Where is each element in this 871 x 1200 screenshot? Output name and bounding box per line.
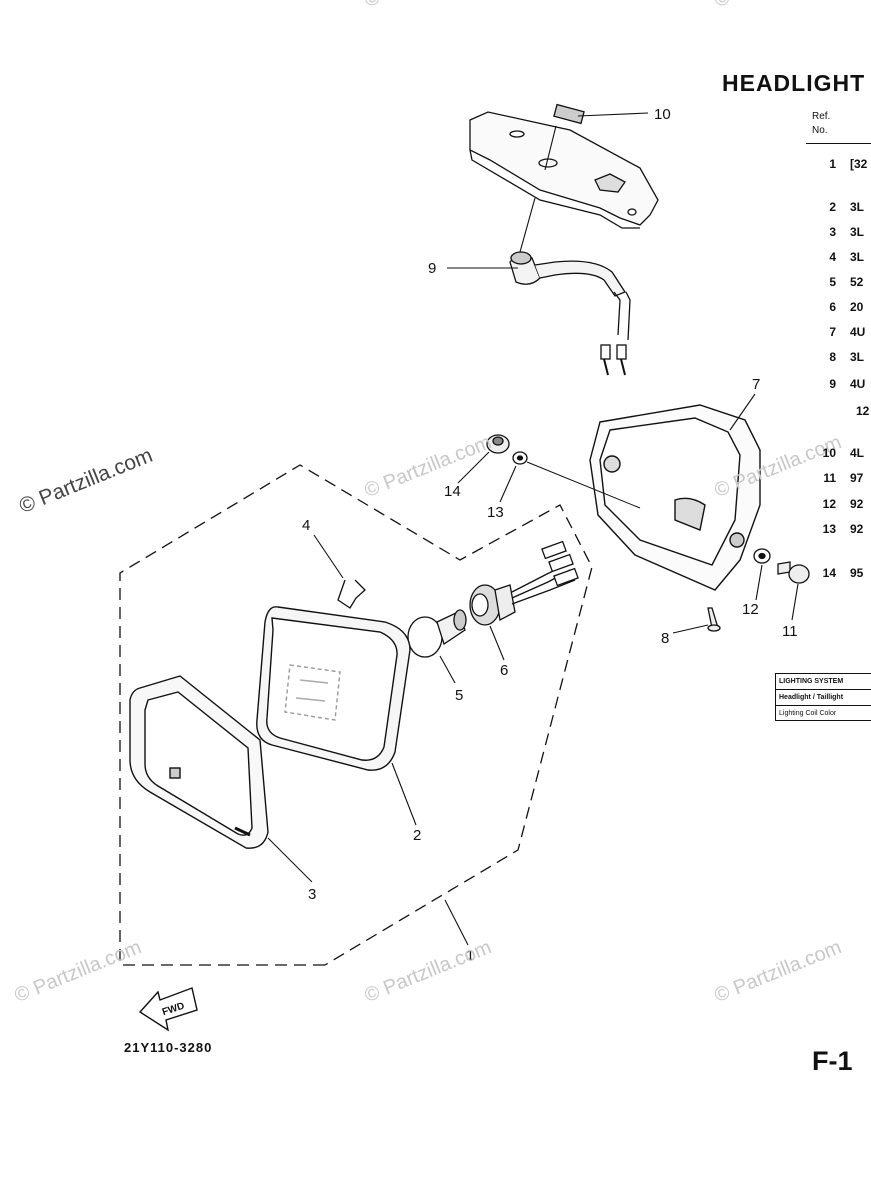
part-number: 4L xyxy=(850,446,865,460)
diagram-code: 21Y110-3280 xyxy=(124,1040,213,1055)
callout-3: 3 xyxy=(308,886,316,903)
part-number: 4U xyxy=(850,325,866,339)
part-number: 3L xyxy=(850,200,865,214)
parts-list-row: 7 4U xyxy=(810,325,865,339)
spec-header: LIGHTING SYSTEM xyxy=(776,674,871,690)
part-ref-number: 13 xyxy=(822,522,836,536)
parts-list-row: 9 4U xyxy=(810,377,865,391)
bulb-part-5 xyxy=(407,609,467,658)
parts-list-row: 10 4L xyxy=(810,446,864,460)
part-ref-number: 9 xyxy=(829,377,836,391)
screw-part-8 xyxy=(707,607,721,632)
part-number: 3L xyxy=(850,225,865,239)
no-label: No. xyxy=(812,125,828,136)
grommet-part-14 xyxy=(486,434,510,454)
spring-clip-part-4 xyxy=(337,579,366,609)
part-ref-number: 10 xyxy=(822,446,836,460)
spec-row-headlight: Headlight / Taillight xyxy=(776,690,871,706)
leader-lines xyxy=(267,112,799,946)
parts-list-row: 14 95 xyxy=(810,566,864,580)
parts-list-row: 6 20 xyxy=(810,300,863,314)
callout-labels: 10 9 7 14 13 4 5 6 8 12 11 2 3 1 xyxy=(302,106,798,964)
part-number: [32 xyxy=(850,157,868,171)
part-ref-number: 6 xyxy=(829,300,836,314)
parts-list-row: 11 97 xyxy=(810,471,863,485)
part-ref-number: 3 xyxy=(829,225,836,239)
callout-2: 2 xyxy=(413,827,421,844)
lens-part-2 xyxy=(256,606,411,771)
bracket-part-10 xyxy=(469,103,659,229)
callout-5: 5 xyxy=(455,687,463,704)
parts-list-row: 2 3L xyxy=(810,200,864,214)
part-ref-number: 11 xyxy=(823,471,836,485)
callout-7: 7 xyxy=(752,376,760,393)
washer-part-13 xyxy=(512,451,528,465)
callout-9: 9 xyxy=(428,260,436,277)
parts-list-row: 8 3L xyxy=(810,350,864,364)
spec-row-coil: Lighting Coil Color xyxy=(779,710,837,717)
part-number: 95 xyxy=(850,566,864,580)
part-ref-number: 14 xyxy=(822,566,836,580)
parts-list-row: 1 [32 xyxy=(810,157,867,171)
part-number: 3L xyxy=(850,350,865,364)
callout-11: 11 xyxy=(782,623,798,640)
part-ref-number: 4 xyxy=(829,250,836,264)
parts-list-row: 13 92 xyxy=(810,522,864,536)
part-number: 92 xyxy=(850,497,864,511)
parts-list-continuation: 12 xyxy=(856,404,870,418)
part-ref-number: 1 xyxy=(829,157,836,171)
parts-list-row: 4 3L xyxy=(810,250,864,264)
part-ref-number: 12 xyxy=(822,497,836,511)
part-number: 20 xyxy=(850,300,864,314)
ref-no-header: Ref. No. xyxy=(812,110,830,138)
part-number: 97 xyxy=(850,471,864,485)
part-ref-number: 5 xyxy=(829,275,836,289)
part-ref-number: 2 xyxy=(829,200,836,214)
part-number: 92 xyxy=(850,522,864,536)
callout-6: 6 xyxy=(500,662,508,679)
callout-8: 8 xyxy=(661,630,669,647)
rim-part-3 xyxy=(129,675,269,849)
socket-part-6 xyxy=(469,540,579,626)
parts-list-row: 5 52 xyxy=(810,275,863,289)
part-ref-number: 8 xyxy=(829,350,836,364)
callout-4: 4 xyxy=(302,517,310,534)
callout-12: 12 xyxy=(742,601,759,618)
diagram-title: HEADLIGHT xyxy=(722,70,866,96)
housing-part-7 xyxy=(589,404,761,591)
page-number: F-1 xyxy=(812,1046,853,1076)
forward-arrow-icon xyxy=(138,987,198,1032)
callout-14: 14 xyxy=(444,483,461,500)
bolt-part-11 xyxy=(777,561,810,584)
callout-10: 10 xyxy=(654,106,671,123)
callout-1: 1 xyxy=(466,947,474,964)
part-number: 3L xyxy=(850,250,865,264)
lighting-spec-table: LIGHTING SYSTEM Headlight / Taillight Li… xyxy=(775,673,871,721)
washer-part-12 xyxy=(753,548,771,564)
part-number: 52 xyxy=(850,275,864,289)
parts-list-row: 12 92 xyxy=(810,497,864,511)
callout-13: 13 xyxy=(487,504,504,521)
ref-label: Ref. xyxy=(812,111,831,122)
assembly-outline xyxy=(119,464,593,966)
parts-list-row: 3 3L xyxy=(810,225,864,239)
header-divider xyxy=(806,143,871,144)
part-number: 4U xyxy=(850,377,866,391)
socket-part-9 xyxy=(509,251,631,376)
part-ref-number: 7 xyxy=(829,325,836,339)
